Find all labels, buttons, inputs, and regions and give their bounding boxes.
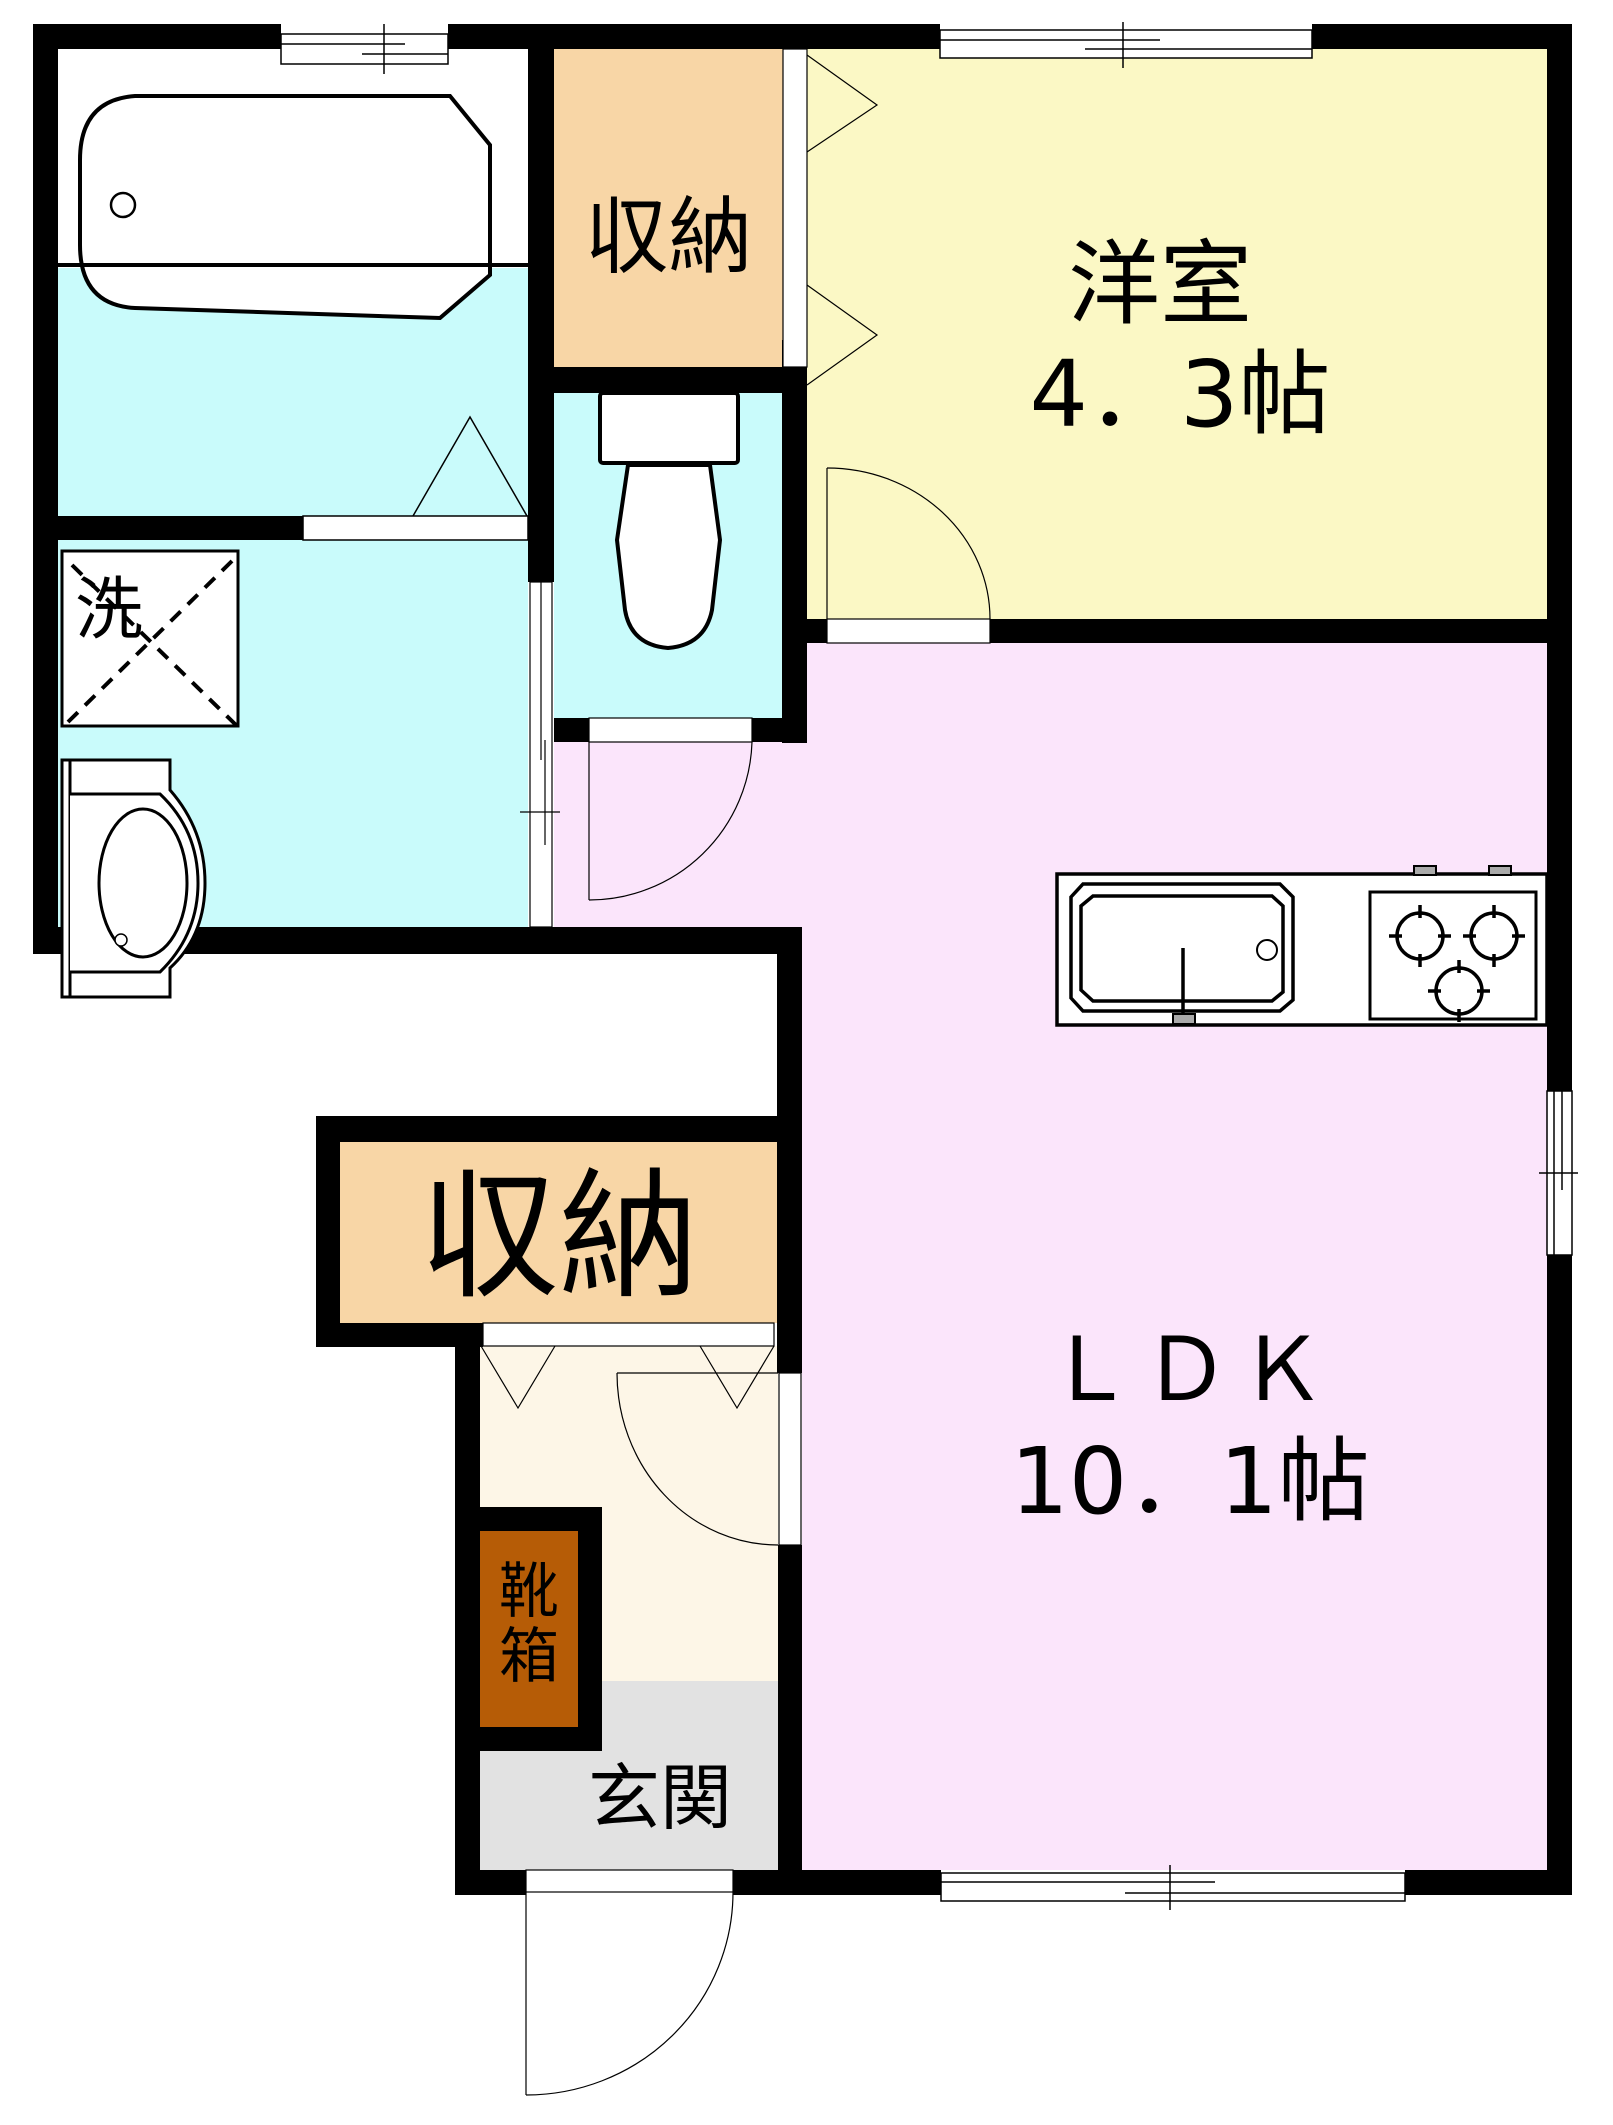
wall-storage-main-left xyxy=(316,1116,340,1347)
bathtub xyxy=(78,94,492,321)
storage-main-label: 収納 xyxy=(418,1156,699,1319)
stove-knob-icon xyxy=(1413,865,1437,876)
wall-toilet-right xyxy=(782,367,807,743)
window-western xyxy=(939,22,1313,68)
washroom-door xyxy=(520,581,560,928)
wall-storage-toilet xyxy=(528,367,807,393)
storage-main-door xyxy=(480,1322,775,1410)
western-room-size: 4．3帖 xyxy=(1029,341,1331,448)
window-ldk-bottom xyxy=(940,1865,1406,1910)
wall-bottom-right xyxy=(1405,1870,1572,1895)
western-room xyxy=(807,49,1547,619)
kitchen-counter xyxy=(1055,872,1549,1027)
wall-bath-wash xyxy=(33,516,303,540)
wall-shoe-bottom xyxy=(455,1727,602,1751)
western-door xyxy=(826,467,991,644)
washer-label: 洗 xyxy=(74,571,143,650)
wall-right-upper xyxy=(1547,24,1572,1091)
wall-bottom-mid xyxy=(733,1870,941,1895)
wall-entry-left xyxy=(455,1323,480,1895)
front-door xyxy=(525,1869,734,2096)
storage-top-label: 収納 xyxy=(584,188,753,286)
wall-right-lower xyxy=(1547,1255,1572,1895)
wall-top-left xyxy=(33,24,281,49)
window-bath xyxy=(280,24,449,74)
window-ldk-right xyxy=(1539,1090,1578,1256)
shoe-box-label: 靴 箱 xyxy=(499,1557,559,1692)
western-room-name: 洋室 xyxy=(1067,231,1252,338)
ldk-lower xyxy=(802,927,1547,1870)
wall-left xyxy=(33,24,58,954)
wall-wash-toilet xyxy=(528,390,554,580)
ldk-upper xyxy=(807,643,1547,743)
wall-top-right xyxy=(1312,24,1572,49)
storage-main xyxy=(340,1142,778,1323)
washer-pan xyxy=(60,549,240,728)
wall-western-bottom-left xyxy=(807,619,827,643)
ldk-entry-door xyxy=(616,1372,802,1546)
storage-top xyxy=(554,49,783,367)
stove-burners xyxy=(1389,905,1525,1022)
shoe-box xyxy=(480,1531,578,1727)
toilet-fixture xyxy=(598,391,740,651)
wall-western-bottom-right xyxy=(990,619,1547,643)
wall-bottom-left xyxy=(455,1870,526,1895)
faucet-icon xyxy=(1172,1013,1196,1025)
toilet-door xyxy=(588,717,753,901)
wall-storage-main-top xyxy=(316,1116,802,1142)
wall-toilet-bottom-right xyxy=(752,718,807,742)
wash-basin xyxy=(60,758,207,999)
genkan-label: 玄関 xyxy=(587,1756,732,1840)
wall-toilet-bottom-left xyxy=(554,718,589,742)
wall-shoe-right xyxy=(578,1507,602,1751)
ldk-name: ＬＤＫ xyxy=(1045,1318,1334,1421)
wall-ldk-left-lower xyxy=(778,1545,802,1895)
stove-knob-icon xyxy=(1488,865,1512,876)
ldk-size: 10．1帖 xyxy=(1010,1428,1370,1535)
storage-top-door xyxy=(782,48,879,386)
wall-shoe-top xyxy=(455,1507,602,1531)
bathroom-door xyxy=(302,415,529,541)
wall-ldk-left-upper xyxy=(777,927,802,1373)
